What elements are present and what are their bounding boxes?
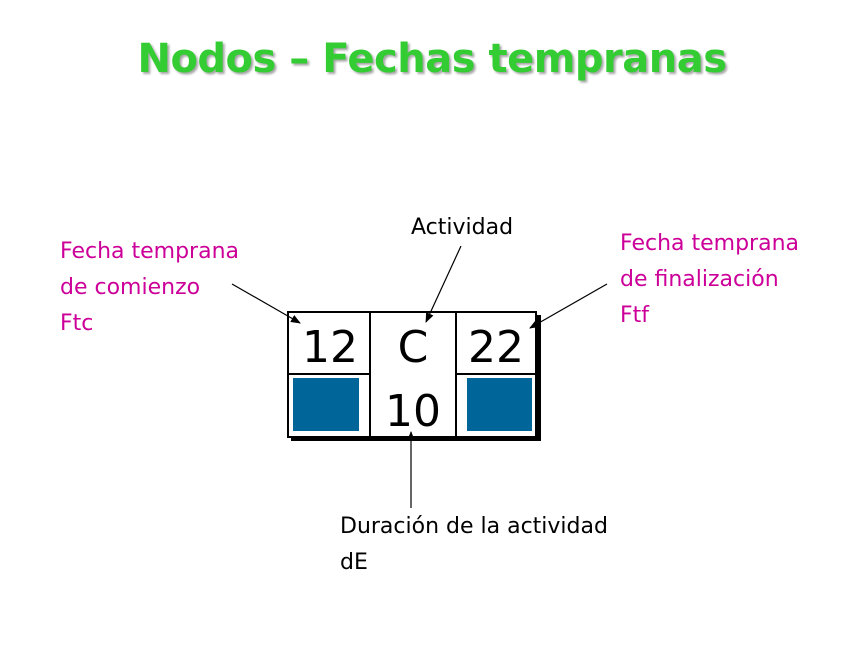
duration-value: 10 [385, 386, 441, 437]
arrow-early-start [231, 283, 301, 324]
early-start-label-line: Ftc [60, 311, 94, 336]
arrow-early-finish [529, 283, 608, 329]
early-finish-label-line: de finalización [620, 267, 779, 292]
early-finish-label: Fecha temprana de finalización Ftf [620, 226, 799, 334]
duration-label: Duración de la actividad dE [340, 509, 608, 581]
activity-name: C [398, 322, 429, 373]
early-start-label-line: de comienzo [60, 275, 201, 300]
early-start-value: 12 [302, 322, 358, 373]
activity-label: Actividad [411, 215, 514, 240]
slide-title: Nodos – Fechas tempranas [137, 36, 727, 82]
late-start-cell-fill [293, 378, 359, 431]
early-start-label: Fecha temprana de comienzo Ftc [60, 234, 239, 342]
late-finish-cell-fill [467, 378, 532, 431]
early-start-label-line: Fecha temprana [60, 239, 240, 264]
duration-label-line: Duración de la actividad [340, 514, 608, 539]
duration-label-line: dE [340, 550, 368, 575]
arrow-activity [425, 245, 462, 323]
early-finish-label-line: Fecha temprana [620, 231, 800, 256]
early-finish-label-line: Ftf [620, 303, 650, 328]
early-finish-value: 22 [468, 322, 524, 373]
